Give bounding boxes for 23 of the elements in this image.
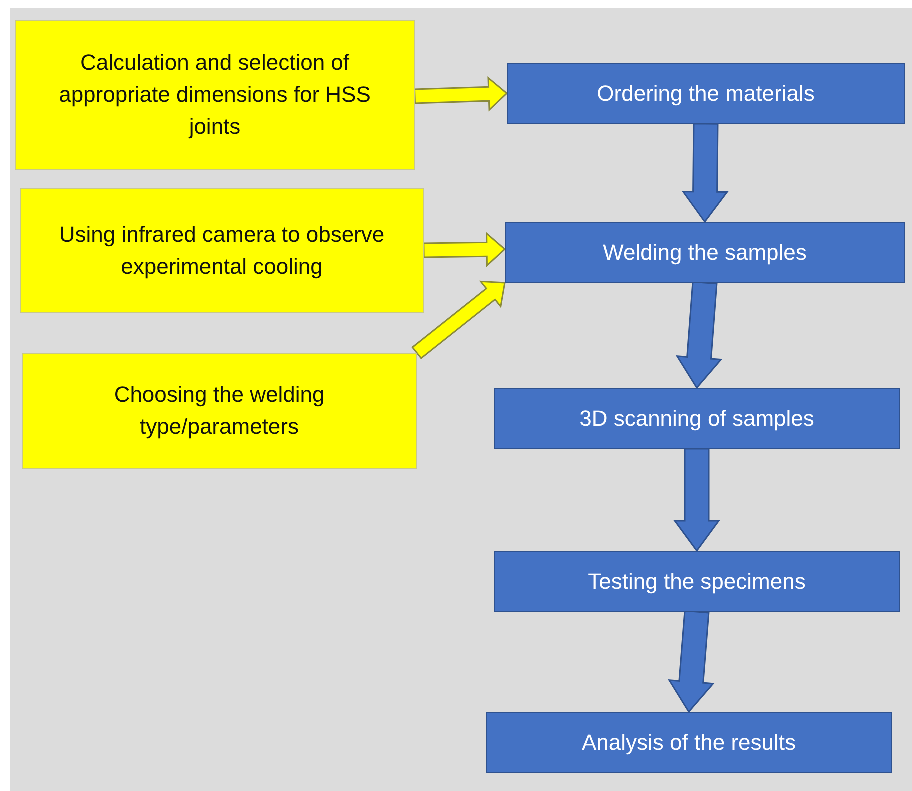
block-arrow [682, 123, 729, 224]
input-box [22, 353, 417, 469]
process-box [505, 222, 905, 283]
box-label: Welding the samples [603, 238, 807, 267]
input-box [20, 188, 424, 313]
input-box [15, 20, 415, 170]
box-label: Analysis of the results [582, 728, 796, 757]
box-label: Using infrared camera to observe experimental cooling [58, 220, 386, 281]
box-label: Choosing the welding type/parameters [113, 381, 326, 441]
block-arrow [668, 610, 715, 714]
block-arrow [414, 76, 508, 112]
box-label: Calculation and selection of appropriate dimensions for HSS joints [58, 49, 372, 141]
box-label: 3D scanning of samples [580, 404, 814, 433]
block-arrow [423, 232, 506, 268]
process-box [486, 712, 892, 773]
process-box [507, 63, 905, 124]
block-arrow [412, 280, 506, 360]
box-label: Ordering the materials [597, 80, 815, 108]
process-box [494, 388, 900, 449]
process-box [494, 551, 900, 612]
block-arrow [674, 448, 720, 552]
block-arrow [676, 281, 723, 390]
box-label: Testing the specimens [588, 568, 806, 596]
